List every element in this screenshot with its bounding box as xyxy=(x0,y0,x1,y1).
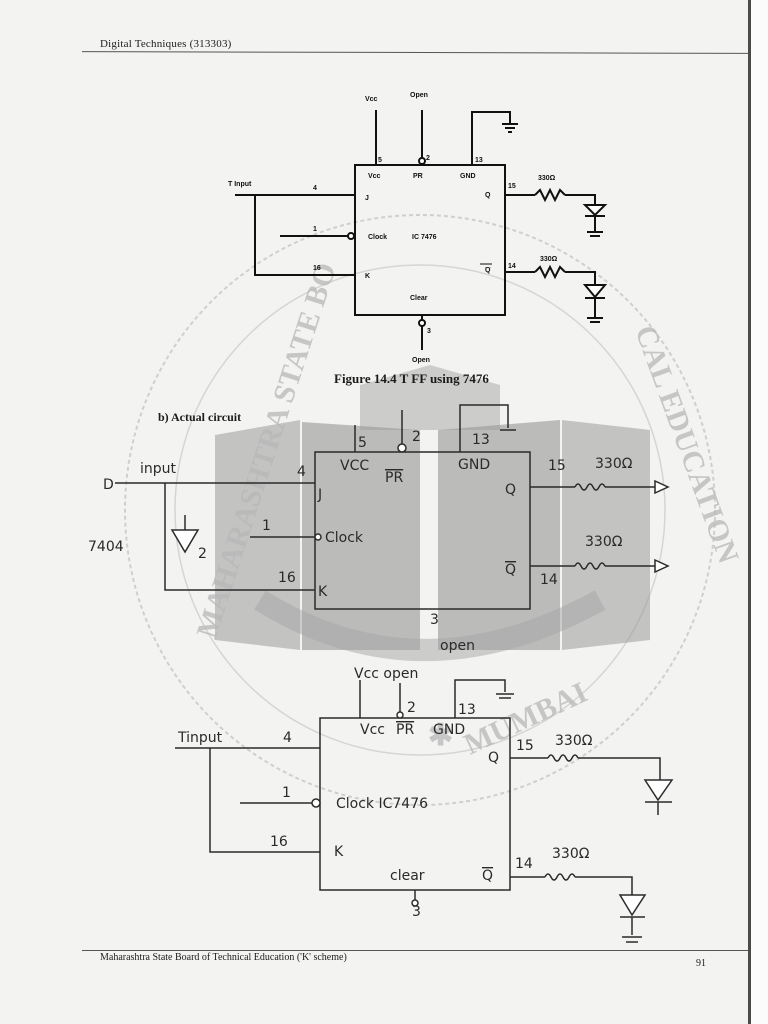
label-clear: Clear xyxy=(410,295,428,302)
label-j: J xyxy=(365,195,369,202)
pin-15: 15 xyxy=(508,183,516,190)
label-gnd: GND xyxy=(460,173,476,180)
label-vcc: Vcc xyxy=(368,173,381,180)
hw-d: D xyxy=(103,477,114,493)
hw-7404: 7404 xyxy=(88,539,124,555)
pin-1: 1 xyxy=(313,226,317,233)
pin-2: 2 xyxy=(426,155,430,162)
hw2-15: 15 xyxy=(516,738,534,754)
hw-1: 1 xyxy=(262,518,271,534)
pin-16: 16 xyxy=(313,265,321,272)
hw-vcc: VCC xyxy=(340,458,369,474)
figure-labels: Vcc Open 5 2 13 Vcc PR GND T Input 4 J 1… xyxy=(228,92,558,364)
hw-2b: 2 xyxy=(198,546,207,562)
label-pr: PR xyxy=(413,173,423,180)
label-qbar: Q xyxy=(485,267,491,274)
hw2-4: 4 xyxy=(283,730,292,746)
t-flipflop-circuit-diagram xyxy=(235,110,608,350)
hw-clock: Clock xyxy=(325,530,364,546)
pin-13: 13 xyxy=(475,157,483,164)
hw-qbar: Q xyxy=(505,562,516,578)
hw2-qbar: Q xyxy=(482,868,493,884)
hw-j: J xyxy=(317,487,322,503)
label-vcc-top: Vcc xyxy=(365,96,378,103)
page-number: 91 xyxy=(696,958,706,969)
hw-13: 13 xyxy=(472,432,490,448)
pin-14: 14 xyxy=(508,263,516,270)
pin-3: 3 xyxy=(427,328,431,335)
hw-gnd: GND xyxy=(458,457,490,473)
hw-16: 16 xyxy=(278,570,296,586)
hw2-1: 1 xyxy=(282,785,291,801)
hw2-14: 14 xyxy=(515,856,533,872)
hw2-r2: 330Ω xyxy=(552,846,590,862)
label-k: K xyxy=(365,273,370,280)
hw-input: input xyxy=(140,461,177,477)
label-q: Q xyxy=(485,192,491,199)
hw2-clock: Clock IC7476 xyxy=(336,796,428,812)
section-b-label: b) Actual circuit xyxy=(158,410,242,424)
figure-caption: Figure 14.4 T FF using 7476 xyxy=(334,371,489,386)
label-open-top: Open xyxy=(410,92,428,99)
hw-r2: 330Ω xyxy=(585,534,623,550)
hw2-pr: PR xyxy=(396,722,414,738)
hw-15: 15 xyxy=(548,458,566,474)
hw2-q-top: Q xyxy=(488,750,499,766)
hw-3: 3 xyxy=(430,612,439,628)
label-r1: 330Ω xyxy=(538,175,556,182)
footer-rule xyxy=(82,950,748,951)
hw2-clear: clear xyxy=(390,868,425,884)
label-r2: 330Ω xyxy=(540,256,558,263)
hw-5: 5 xyxy=(358,435,367,451)
page-margin xyxy=(751,0,768,1024)
board-watermark: MAHARASHTRA STATE BO CAL EDUCATION MUMBA… xyxy=(124,214,745,806)
label-ic: IC 7476 xyxy=(412,234,437,241)
hw-open: open xyxy=(440,638,475,654)
label-clock: Clock xyxy=(368,234,387,241)
handwritten-circuit-1 xyxy=(115,404,670,610)
hw-pr: PR xyxy=(385,470,403,486)
hw2-vcc: Vcc xyxy=(360,722,385,738)
hw-r1: 330Ω xyxy=(595,456,633,472)
handwritten-circuit-2 xyxy=(175,679,674,943)
pin-4: 4 xyxy=(313,185,317,192)
page-footer: Maharashtra State Board of Technical Edu… xyxy=(100,952,347,963)
handwritten-labels-2: Vcc open Tinput 4 2 13 Vcc PR GND Q 15 3… xyxy=(177,666,593,920)
page-edge xyxy=(748,0,751,1024)
hw2-2: 2 xyxy=(407,700,416,716)
ic-7476-block xyxy=(354,164,506,316)
pin-5: 5 xyxy=(378,157,382,164)
hw2-3: 3 xyxy=(412,904,421,920)
hw2-gnd: GND xyxy=(433,722,465,738)
hw-q: Q xyxy=(505,482,516,498)
hw2-k: K xyxy=(334,844,344,860)
watermark-star: ✱ xyxy=(428,719,453,752)
hw2-r1: 330Ω xyxy=(555,733,593,749)
hw-4: 4 xyxy=(297,464,306,480)
hw-14: 14 xyxy=(540,572,558,588)
hw-k: K xyxy=(318,584,328,600)
hw2-13: 13 xyxy=(458,702,476,718)
label-t-input: T Input xyxy=(228,181,252,188)
hw2-16: 16 xyxy=(270,834,288,850)
page-header: Digital Techniques (313303) xyxy=(100,38,232,50)
handwritten-labels-1: D input 7404 5 2 13 VCC PR GND J Clock K… xyxy=(88,429,633,654)
hw2-vcc-open: Vcc open xyxy=(354,666,418,682)
hw-2: 2 xyxy=(412,429,421,445)
hw2-t-input: Tinput xyxy=(177,730,223,746)
label-open-bottom: Open xyxy=(412,357,430,364)
